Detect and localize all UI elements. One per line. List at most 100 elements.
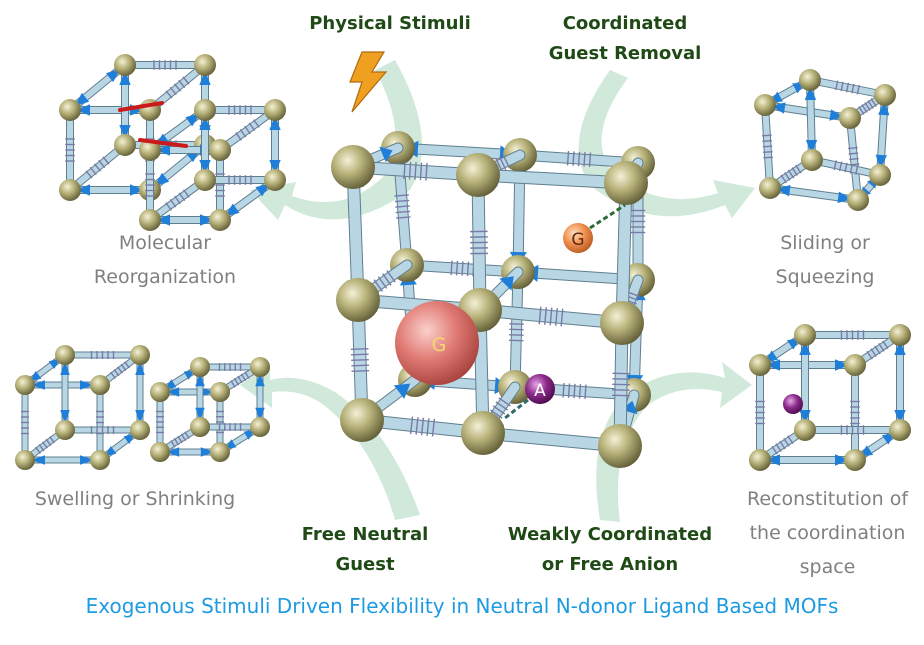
metal-node xyxy=(264,169,286,191)
ligand-strut xyxy=(801,330,904,340)
metal-node xyxy=(749,354,771,376)
metal-node xyxy=(194,54,216,76)
ligand-strut xyxy=(269,106,281,184)
ligand-strut xyxy=(61,351,144,359)
ligand-strut xyxy=(66,141,129,194)
framework-reconstitution xyxy=(749,324,911,471)
ligand-strut xyxy=(514,149,644,169)
ligand-strut xyxy=(21,381,29,464)
metal-node xyxy=(194,169,216,191)
metal-node xyxy=(874,84,896,106)
label-weakly-coordinated-anion: Weakly Coordinated or Free Anion xyxy=(507,524,713,575)
ligand-strut xyxy=(119,61,131,149)
ligand-strut xyxy=(846,114,862,204)
ligand-strut xyxy=(135,351,145,434)
metal-node xyxy=(847,189,869,211)
ligand-strut xyxy=(199,106,211,184)
ligand-strut xyxy=(145,146,155,224)
anion-coordination-bond xyxy=(504,398,529,420)
metal-node xyxy=(90,450,110,470)
metal-node xyxy=(15,375,35,395)
ligand-strut xyxy=(756,454,859,466)
ligand-strut xyxy=(894,331,906,434)
metal-node xyxy=(190,357,210,377)
metal-node xyxy=(55,420,75,440)
metal-node xyxy=(461,411,505,455)
ligand-strut xyxy=(508,266,525,393)
ligand-strut xyxy=(799,331,811,434)
label-coordinated-guest-removal: Coordinated Guest Removal xyxy=(548,13,702,64)
metal-node xyxy=(754,94,776,116)
ligand-strut xyxy=(755,361,765,464)
ligand-strut xyxy=(21,455,104,465)
svg-text:G: G xyxy=(571,230,584,250)
metal-node xyxy=(210,382,230,402)
metal-node xyxy=(264,99,286,121)
arrow-to-molecular-reorganization xyxy=(250,60,422,220)
ligand-strut xyxy=(121,60,209,70)
metal-node xyxy=(604,161,648,205)
reorganized-bond xyxy=(118,101,164,112)
ligand-strut xyxy=(401,259,524,278)
metal-node xyxy=(150,382,170,402)
metal-node xyxy=(139,209,161,231)
metal-node xyxy=(114,134,136,156)
ligand-strut xyxy=(808,156,884,179)
ligand-strut xyxy=(804,76,818,164)
svg-text:G: G xyxy=(432,334,447,356)
metal-node xyxy=(59,99,81,121)
ligand-strut xyxy=(766,184,862,204)
ligand-strut xyxy=(201,105,279,115)
metal-node xyxy=(889,324,911,346)
framework-swelling xyxy=(15,345,150,470)
metal-node xyxy=(15,450,35,470)
metal-node xyxy=(801,149,823,171)
label-swelling-shrinking: Swelling or Shrinking xyxy=(34,488,236,510)
ligand-strut xyxy=(146,176,209,224)
ligand-strut xyxy=(60,351,70,434)
metal-node xyxy=(839,107,861,129)
guest-sphere-small: G xyxy=(563,223,593,253)
metal-node xyxy=(55,345,75,365)
metal-node xyxy=(139,139,161,161)
ligand-strut xyxy=(66,184,154,196)
metal-node xyxy=(844,354,866,376)
metal-node xyxy=(749,449,771,471)
anion-sphere-small xyxy=(783,394,803,414)
metal-node xyxy=(600,301,644,345)
metal-node xyxy=(190,417,210,437)
metal-node xyxy=(331,145,375,189)
metal-node xyxy=(799,69,821,91)
metal-node xyxy=(209,209,231,231)
metal-node xyxy=(114,54,136,76)
ligand-strut xyxy=(65,106,75,194)
arrow-to-swelling-shrinking xyxy=(240,364,420,520)
metal-node xyxy=(869,164,891,186)
metal-node xyxy=(130,420,150,440)
ligand-strut xyxy=(806,76,889,99)
ligand-strut xyxy=(470,168,488,317)
framework-molecular-reorganization-b xyxy=(139,99,286,231)
label-free-neutral-guest: Free Neutral Guest xyxy=(301,524,429,575)
arrow-to-sliding-squeezing xyxy=(578,70,755,218)
ligand-strut xyxy=(146,214,224,226)
framework-sliding-squeezing xyxy=(754,69,896,211)
framework-shrinking xyxy=(150,357,270,462)
ligand-strut xyxy=(761,101,774,192)
guest-sphere-large: G xyxy=(395,301,479,385)
diagram-caption: Exogenous Stimuli Driven Flexibility in … xyxy=(85,594,839,618)
metal-node xyxy=(759,177,781,199)
lightning-icon xyxy=(349,51,388,113)
metal-node xyxy=(130,345,150,365)
label-molecular-reorganization: Molecular Reorganization xyxy=(93,232,237,288)
metal-node xyxy=(90,375,110,395)
svg-text:A: A xyxy=(534,381,546,401)
ligand-strut xyxy=(61,426,144,434)
ligand-strut xyxy=(216,106,279,154)
ligand-strut xyxy=(850,361,860,464)
guest-coordination-bond xyxy=(589,203,626,230)
metal-node xyxy=(794,324,816,346)
ligand-strut xyxy=(201,175,279,185)
ligand-strut xyxy=(875,91,890,179)
